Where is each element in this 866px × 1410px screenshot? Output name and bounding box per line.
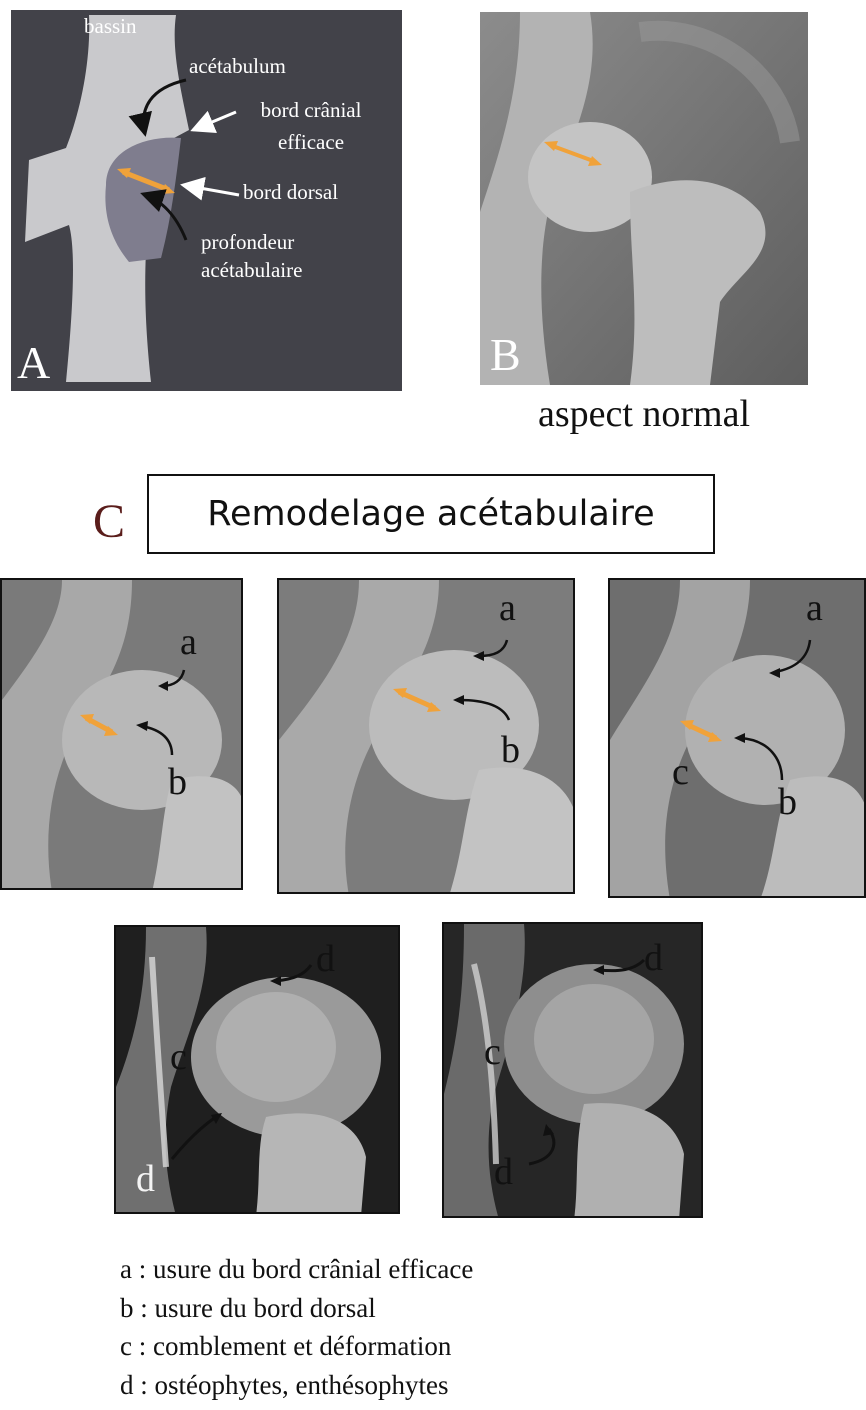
- label-c3-c: c: [672, 752, 689, 792]
- xray-c3: a b c: [608, 578, 866, 898]
- dorsal-edge-pointer: [183, 185, 239, 195]
- label-profondeur-line1: profondeur: [201, 230, 294, 254]
- xray-c1: a b: [0, 578, 243, 890]
- panel-b-xray: B: [480, 12, 808, 385]
- label-c1-b: b: [168, 762, 187, 802]
- panel-c-letter: C: [93, 494, 125, 550]
- xray-c4: d c d: [114, 925, 400, 1214]
- label-c4-d-top: d: [316, 939, 335, 979]
- label-bord-cranial-line2: efficace: [241, 130, 381, 154]
- label-c5-d-top: d: [644, 938, 663, 978]
- panel-b-letter: B: [490, 332, 521, 378]
- label-bassin: bassin: [84, 14, 137, 38]
- label-c5-c: c: [484, 1032, 501, 1072]
- label-c2-a: a: [499, 588, 516, 628]
- legend: a : usure du bord crânial efficace b : u…: [120, 1250, 473, 1404]
- xray-c5: d c d: [442, 922, 703, 1218]
- legend-item-b: b : usure du bord dorsal: [120, 1289, 473, 1328]
- xray-c2: a b: [277, 578, 575, 894]
- title-box: Remodelage acétabulaire: [147, 474, 715, 554]
- legend-item-c: c : comblement et déformation: [120, 1327, 473, 1366]
- panel-a-letter: A: [17, 340, 50, 386]
- title-remodelage: Remodelage acétabulaire: [207, 494, 654, 534]
- legend-item-d: d : ostéophytes, enthésophytes: [120, 1366, 473, 1405]
- label-c4-c: c: [170, 1037, 187, 1077]
- caption-aspect-normal: aspect normal: [480, 392, 808, 436]
- label-acetabulum: acétabulum: [189, 54, 286, 78]
- label-c3-a: a: [806, 588, 823, 628]
- label-bord-cranial-line1: bord crânial: [241, 98, 381, 122]
- label-c4-d-bottom: d: [136, 1159, 155, 1199]
- label-c1-a: a: [180, 622, 197, 662]
- panel-a-schematic: bassin acétabulum bord crânial efficace …: [11, 10, 402, 391]
- label-c2-b: b: [501, 730, 520, 770]
- label-profondeur-line2: acétabulaire: [201, 258, 302, 282]
- legend-item-a: a : usure du bord crânial efficace: [120, 1250, 473, 1289]
- cranial-edge-pointer: [193, 112, 236, 130]
- label-c3-b: b: [778, 782, 797, 822]
- label-c5-d-bottom: d: [494, 1152, 513, 1192]
- label-bord-dorsal: bord dorsal: [243, 180, 338, 204]
